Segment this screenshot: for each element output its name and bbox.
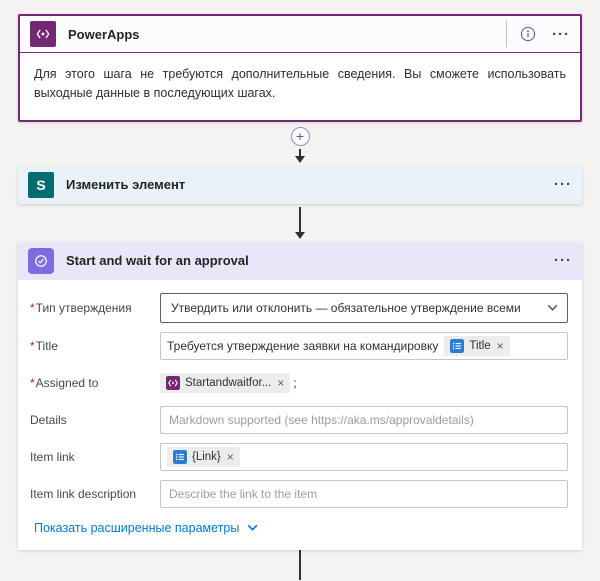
field-label-item-link-description: Item link description xyxy=(30,486,137,501)
token-label: Startandwaitfor... xyxy=(185,376,272,389)
remove-token-icon[interactable]: × xyxy=(496,338,504,353)
chevron-down-icon xyxy=(546,301,559,314)
insert-step-button[interactable]: + xyxy=(290,126,310,146)
required-mark: * xyxy=(30,375,35,390)
edit-item-title: Изменить элемент xyxy=(66,177,186,193)
field-label-item-link: Item link xyxy=(30,449,75,464)
dynamic-token-title[interactable]: Title × xyxy=(444,335,510,356)
edit-item-menu-button[interactable]: ··· xyxy=(554,176,572,194)
chevron-down-icon xyxy=(246,521,259,534)
field-row-item-link-description: Item link description xyxy=(30,479,568,508)
dynamic-token-assigned-to[interactable]: Startandwaitfor... × xyxy=(160,372,291,393)
approval-type-dropdown[interactable]: Утвердить или отклонить — обязательное у… xyxy=(160,292,568,323)
title-input[interactable]: Требуется утверждение заявки на командир… xyxy=(160,331,568,360)
connector-line xyxy=(299,206,301,232)
connector-line xyxy=(299,148,301,156)
trigger-title: PowerApps xyxy=(68,26,140,42)
token-label: Title xyxy=(469,339,491,352)
action-card-edit-item[interactable]: S Изменить элемент ··· xyxy=(18,165,582,204)
approvals-icon xyxy=(28,247,54,274)
field-row-assigned-to: *Assigned to Startandwaitfor... × ; xyxy=(30,369,568,397)
approval-title: Start and wait for an approval xyxy=(66,253,249,269)
assigned-to-input[interactable]: Startandwaitfor... × ; xyxy=(160,369,568,397)
trigger-description: Для этого шага не требуются дополнительн… xyxy=(34,67,566,101)
header-divider xyxy=(506,21,507,47)
assigned-to-separator: ; xyxy=(293,375,297,390)
connector-top: + xyxy=(0,122,600,166)
title-text: Требуется утверждение заявки на командир… xyxy=(167,338,439,353)
field-label-assigned-to: *Assigned to xyxy=(30,375,99,390)
trigger-card-powerapps[interactable]: PowerApps ··· Для этого шага не требуютс… xyxy=(18,14,582,122)
sharepoint-item-icon xyxy=(173,449,187,464)
field-row-details: Details xyxy=(30,405,568,434)
show-advanced-options-button[interactable]: Показать расширенные параметры xyxy=(32,517,261,539)
approval-header[interactable]: Start and wait for an approval ··· xyxy=(18,241,582,280)
trigger-menu-button[interactable]: ··· xyxy=(552,25,570,43)
field-row-item-link: Item link {Link} × xyxy=(30,442,568,471)
trigger-header[interactable]: PowerApps ··· xyxy=(20,16,580,53)
powerapps-icon xyxy=(30,21,56,47)
dynamic-token-link[interactable]: {Link} × xyxy=(167,446,240,467)
required-mark: * xyxy=(30,300,35,315)
info-icon[interactable] xyxy=(520,26,536,42)
action-card-approval: Start and wait for an approval ··· *Тип … xyxy=(18,241,582,550)
field-row-title: *Title Требуется утверждение заявки на к… xyxy=(30,331,568,360)
field-label-details: Details xyxy=(30,412,67,427)
item-link-input[interactable]: {Link} × xyxy=(160,442,568,471)
sharepoint-icon-letter: S xyxy=(36,176,46,193)
powerapps-token-icon xyxy=(166,375,180,390)
remove-token-icon[interactable]: × xyxy=(226,449,234,464)
details-input[interactable] xyxy=(160,405,568,434)
field-label-title: *Title xyxy=(30,338,58,353)
arrow-down-icon xyxy=(295,155,305,163)
approval-form: *Тип утверждения Утвердить или отклонить… xyxy=(18,280,582,550)
item-link-description-input[interactable] xyxy=(160,479,568,508)
connector-line xyxy=(299,549,301,580)
field-row-approval-type: *Тип утверждения Утвердить или отклонить… xyxy=(30,292,568,323)
remove-token-icon[interactable]: × xyxy=(277,375,285,390)
token-label: {Link} xyxy=(192,450,221,463)
approval-menu-button[interactable]: ··· xyxy=(554,252,572,270)
sharepoint-item-icon xyxy=(450,338,465,353)
field-label-approval-type: *Тип утверждения xyxy=(30,300,132,315)
approval-type-value: Утвердить или отклонить — обязательное у… xyxy=(171,300,521,315)
required-mark: * xyxy=(30,338,35,353)
sharepoint-icon: S xyxy=(28,171,54,198)
plus-icon: + xyxy=(295,128,305,145)
arrow-down-icon xyxy=(295,231,305,239)
connector-middle xyxy=(0,204,600,242)
